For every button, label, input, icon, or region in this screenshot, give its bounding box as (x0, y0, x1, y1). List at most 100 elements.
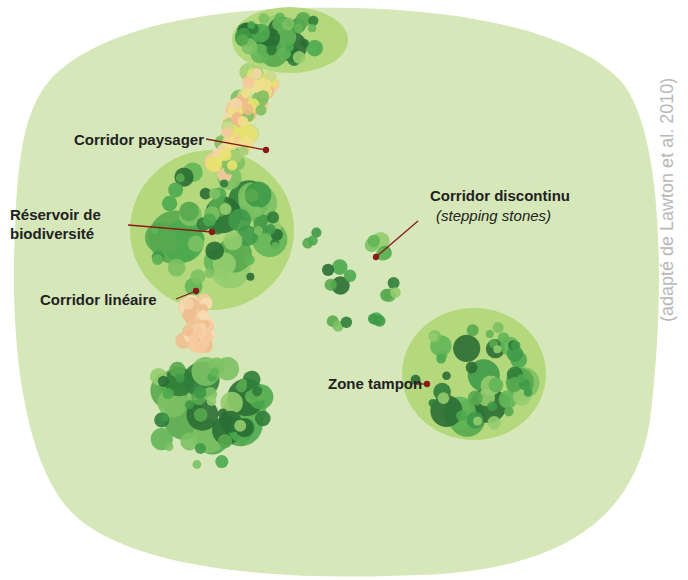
reservoir-label: Réservoir de biodiversité (10, 205, 128, 243)
tree-crown (194, 408, 208, 422)
corridor-label: Corridor paysager (74, 130, 204, 149)
tree-crown (168, 182, 183, 197)
tree-crown (220, 180, 228, 188)
tree-crown (428, 330, 441, 343)
tree-crown (429, 332, 438, 341)
tree-crown (252, 386, 262, 396)
tree-crown (182, 325, 193, 336)
leader-dot (210, 230, 215, 235)
tree-crown (486, 330, 494, 338)
tree-crown (209, 188, 221, 200)
tree-crown (254, 226, 263, 235)
tree-crown (221, 127, 233, 139)
tree-crown (293, 51, 306, 64)
tree-crown (251, 67, 264, 80)
tree-crown (206, 156, 222, 172)
tree-crown (267, 211, 279, 223)
tree-crown (234, 420, 246, 432)
tree-crown (194, 386, 207, 399)
tree-crown (493, 345, 501, 353)
tree-crown (238, 438, 247, 447)
tree-crown (517, 374, 525, 382)
tree-crown (151, 428, 173, 450)
tree-crown (429, 399, 437, 407)
tree-crown (162, 196, 177, 211)
tree-crown (524, 388, 533, 397)
tree-crown (205, 241, 224, 260)
tree-crown (239, 379, 247, 387)
tree-crown (493, 322, 504, 333)
tree-crown (388, 277, 400, 289)
tree-crown (487, 416, 500, 429)
leader-dot (374, 255, 379, 260)
tree-crown (242, 76, 255, 89)
tree-crown (467, 412, 484, 429)
tree-crown (188, 236, 204, 252)
tree-crown (215, 455, 228, 468)
tree-crown (442, 372, 451, 381)
tree-crown (271, 242, 279, 250)
tree-crown (190, 269, 205, 284)
tree-crown (436, 354, 446, 364)
tree-crown (261, 79, 272, 90)
tree-crown (473, 417, 482, 426)
tree-crown (203, 213, 216, 226)
tree-crown (308, 24, 316, 32)
leader-line (376, 221, 418, 257)
tree-crown (252, 206, 263, 217)
buffer-label: Zone tampon (328, 374, 422, 393)
tree-crown (220, 203, 232, 215)
tree-crown (219, 271, 229, 281)
tree-crown (390, 287, 401, 298)
tree-crown (163, 388, 174, 399)
tree-crown (203, 333, 213, 343)
tree-crown (257, 90, 269, 102)
tree-crown (242, 104, 253, 115)
tree-crown (151, 224, 164, 237)
tree-crown (341, 317, 352, 328)
tree-crown (193, 460, 202, 469)
tree-crown (219, 149, 231, 161)
tree-crown (185, 400, 194, 409)
tree-crown (239, 146, 249, 156)
source-watermark: (adapté de Lawton et al. 2010) (656, 78, 678, 322)
leader-lines (128, 139, 430, 387)
tree-crown (266, 45, 277, 56)
tree-crown (325, 279, 337, 291)
leader-line (206, 139, 266, 150)
tree-crown (168, 259, 186, 277)
tree-crown (259, 13, 270, 24)
leader-dot (194, 289, 199, 294)
tree-crown (487, 402, 497, 412)
tree-crown (158, 376, 169, 387)
tree-crown (306, 40, 323, 57)
tree-crown (241, 88, 251, 98)
tree-crown (182, 298, 193, 309)
landscape-ground (14, 8, 659, 577)
tree-crown (210, 367, 219, 376)
tree-crown (453, 335, 480, 362)
tree-crown (456, 410, 467, 421)
tree-crown (344, 270, 356, 282)
tree-crown (198, 310, 208, 320)
tree-crown (167, 240, 178, 251)
tree-crown (154, 412, 169, 427)
tree-crown (247, 21, 255, 29)
tree-crown (489, 378, 504, 393)
tree-crown (467, 324, 479, 336)
tree-crown (179, 201, 199, 221)
tree-crown (255, 411, 271, 427)
tree-crown (308, 236, 318, 246)
tree-crown (368, 235, 380, 247)
tree-crown (223, 231, 242, 250)
tree-crown (246, 273, 254, 281)
tree-crown (294, 24, 304, 34)
leader-dot (425, 382, 430, 387)
tree-crown (498, 332, 509, 343)
leader-line (128, 225, 212, 232)
tree-crown (275, 13, 285, 23)
tree-crown (218, 409, 228, 419)
habitat-patches (145, 12, 540, 469)
